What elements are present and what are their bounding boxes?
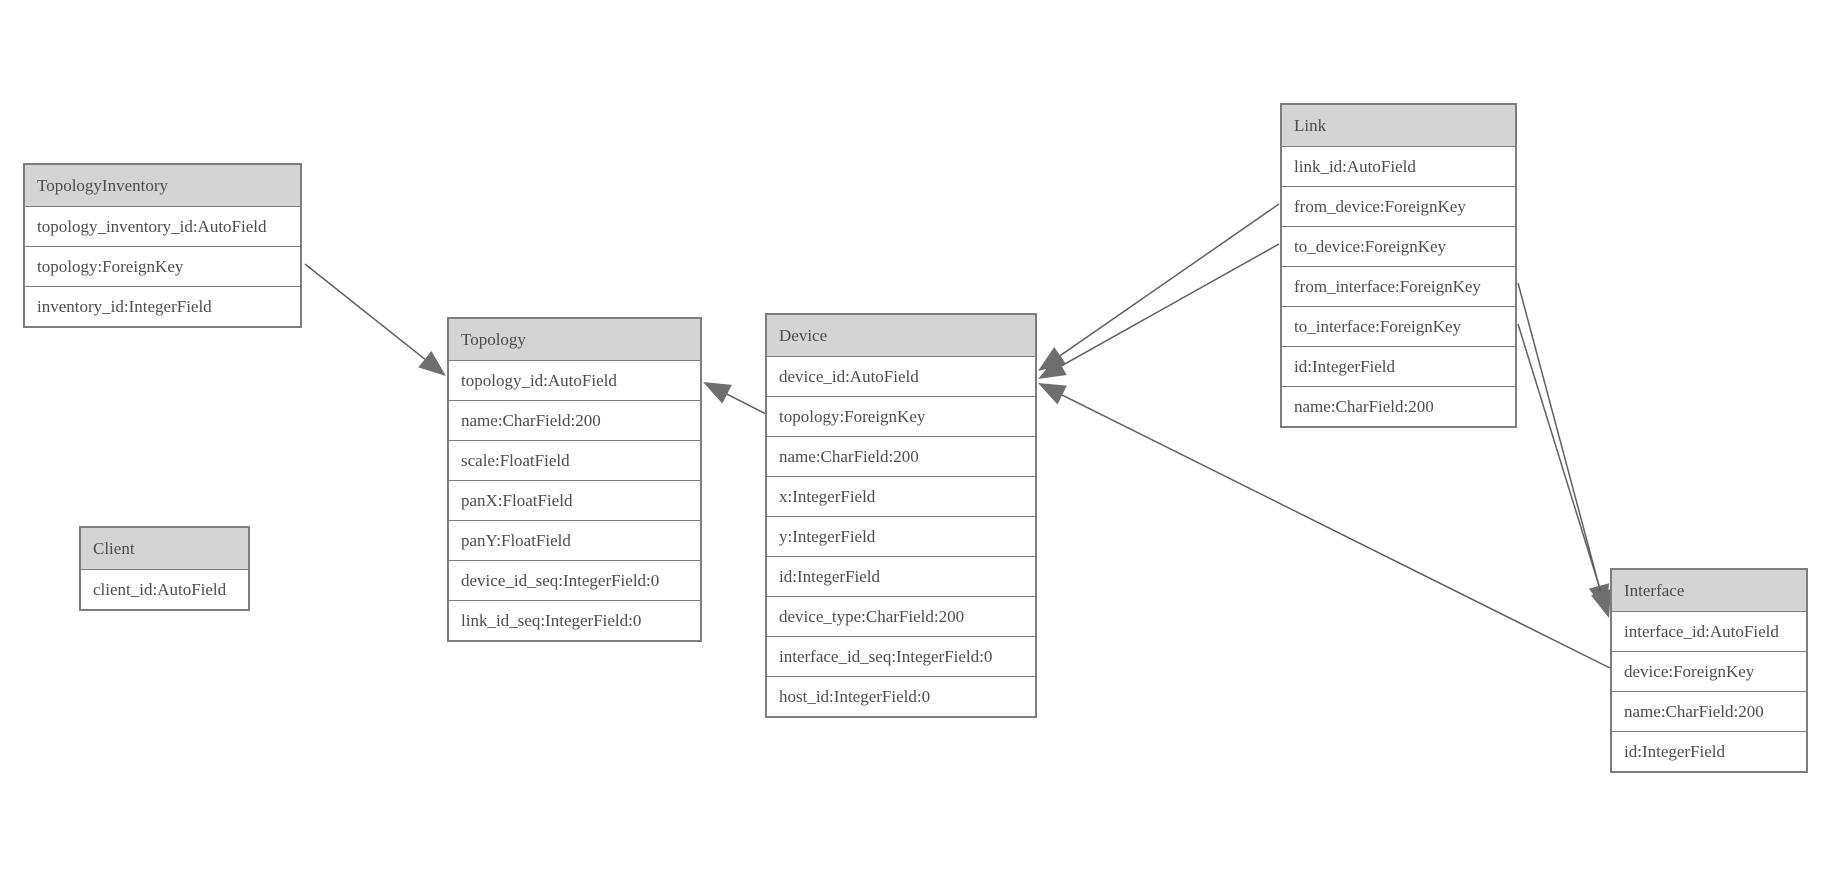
entity-field: scale:FloatField	[449, 440, 700, 480]
entity-field: from_interface:ForeignKey	[1282, 266, 1515, 306]
entity-interface: Interface interface_id:AutoField device:…	[1610, 568, 1808, 773]
entity-interface-title: Interface	[1612, 570, 1806, 611]
entity-topologyinventory: TopologyInventory topology_inventory_id:…	[23, 163, 302, 328]
entity-field: y:IntegerField	[767, 516, 1035, 556]
edge-link-to_interface-to-interface	[1517, 323, 1612, 618]
edge-topologyinventory-topology-to-topology	[304, 263, 446, 376]
arrowhead-icon	[1038, 383, 1067, 405]
entity-field: from_device:ForeignKey	[1282, 186, 1515, 226]
entity-field: to_device:ForeignKey	[1282, 226, 1515, 266]
arrowhead-icon	[1590, 589, 1612, 618]
entity-field: topology_id:AutoField	[449, 360, 700, 400]
entity-field: topology:ForeignKey	[767, 396, 1035, 436]
arrowhead-icon	[1038, 356, 1067, 379]
entity-field: x:IntegerField	[767, 476, 1035, 516]
entity-field: device_id:AutoField	[767, 356, 1035, 396]
entity-field: client_id:AutoField	[81, 569, 248, 609]
entity-topologyinventory-title: TopologyInventory	[25, 165, 300, 206]
entity-field: inventory_id:IntegerField	[25, 286, 300, 326]
arrowhead-icon	[1038, 346, 1067, 371]
entity-link-title: Link	[1282, 105, 1515, 146]
arrowhead-icon	[1588, 583, 1610, 612]
entity-device-title: Device	[767, 315, 1035, 356]
entity-field: name:CharField:200	[767, 436, 1035, 476]
entity-field: device:ForeignKey	[1612, 651, 1806, 691]
entity-field: panY:FloatField	[449, 520, 700, 560]
arrowhead-icon	[418, 350, 446, 376]
entity-field: device_id_seq:IntegerField:0	[449, 560, 700, 600]
entity-field: device_type:CharField:200	[767, 596, 1035, 636]
entity-field: interface_id_seq:IntegerField:0	[767, 636, 1035, 676]
entity-field: name:CharField:200	[1612, 691, 1806, 731]
arrowhead-icon	[703, 382, 732, 404]
entity-field: id:IntegerField	[1612, 731, 1806, 771]
entity-field: topology_inventory_id:AutoField	[25, 206, 300, 246]
entity-field: name:CharField:200	[1282, 386, 1515, 426]
entity-field: topology:ForeignKey	[25, 246, 300, 286]
entity-field: link_id_seq:IntegerField:0	[449, 600, 700, 640]
entity-field: to_interface:ForeignKey	[1282, 306, 1515, 346]
entity-field: panX:FloatField	[449, 480, 700, 520]
edge-device-topology-to-topology	[703, 382, 767, 415]
entity-topology-title: Topology	[449, 319, 700, 360]
entity-link: Link link_id:AutoField from_device:Forei…	[1280, 103, 1517, 428]
entity-field: id:IntegerField	[767, 556, 1035, 596]
entity-field: id:IntegerField	[1282, 346, 1515, 386]
entity-client: Client client_id:AutoField	[79, 526, 250, 611]
entity-device: Device device_id:AutoField topology:Fore…	[765, 313, 1037, 718]
entity-field: interface_id:AutoField	[1612, 611, 1806, 651]
entity-client-title: Client	[81, 528, 248, 569]
entity-topology: Topology topology_id:AutoField name:Char…	[447, 317, 702, 642]
entity-field: link_id:AutoField	[1282, 146, 1515, 186]
entity-field: name:CharField:200	[449, 400, 700, 440]
entity-field: host_id:IntegerField:0	[767, 676, 1035, 716]
edge-link-to_device-to-device	[1038, 243, 1280, 379]
edge-link-from_interface-to-interface	[1517, 282, 1610, 612]
edge-link-from_device-to-device	[1038, 203, 1280, 371]
